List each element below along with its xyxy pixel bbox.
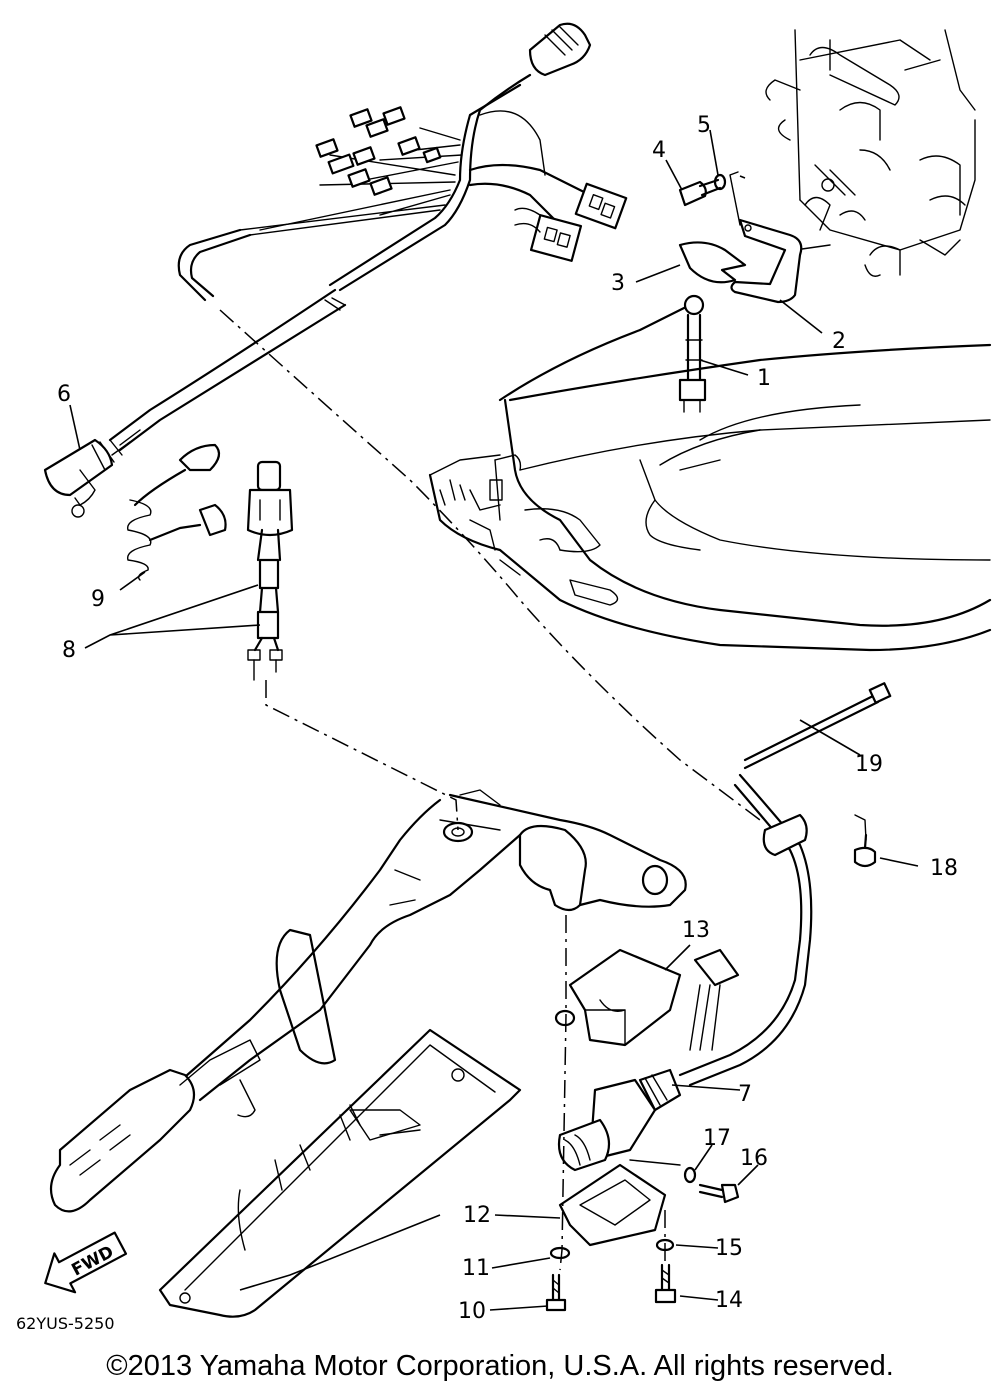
copyright-notice: ©2013 Yamaha Motor Corporation, U.S.A. A… (106, 1350, 894, 1382)
lanyard-9 (126, 443, 227, 581)
plastic-tie-19 (743, 682, 892, 770)
callout-7: 7 (738, 1082, 752, 1107)
stop-switch-8 (246, 460, 294, 681)
callout-2: 2 (832, 329, 846, 354)
callout-15: 15 (715, 1236, 743, 1261)
callout-5: 5 (697, 113, 711, 138)
bolt-4 (678, 178, 722, 207)
bottom-cowling (428, 298, 992, 652)
fwd-arrow-icon: FWD (44, 1231, 128, 1294)
callout-17: 17 (703, 1126, 731, 1151)
screw-18 (853, 833, 877, 868)
washer-11 (549, 1246, 571, 1260)
clip-3 (678, 241, 747, 284)
callout-4: 4 (652, 138, 666, 163)
screw-14 (654, 1263, 677, 1304)
switch-1 (678, 294, 707, 413)
washer-17 (683, 1166, 697, 1184)
leader-lines (69, 129, 919, 1311)
callout-14: 14 (715, 1288, 743, 1313)
callout-18: 18 (930, 856, 958, 881)
callout-1: 1 (757, 366, 771, 391)
bracket-2 (729, 171, 803, 304)
callout-6: 6 (57, 382, 71, 407)
callout-10: 10 (458, 1299, 486, 1324)
callout-19: 19 (855, 752, 883, 777)
callout-11: 11 (462, 1256, 490, 1281)
screw-10 (545, 1273, 567, 1312)
bolt-16 (698, 1183, 740, 1204)
reference-lines (265, 175, 867, 1271)
tiller-bottom-cover (158, 1028, 522, 1318)
callout-8: 8 (62, 638, 76, 663)
callout-9: 9 (91, 587, 105, 612)
cover-13 (554, 948, 740, 1051)
main-switch-7 (557, 1068, 682, 1172)
tiller-handle (49, 789, 687, 1213)
callout-13: 13 (682, 918, 710, 943)
wire-harness (43, 22, 761, 821)
engine-block-outline (765, 29, 976, 277)
callout-3: 3 (611, 271, 625, 296)
callout-12: 12 (463, 1203, 491, 1228)
stop-switch-cable (678, 773, 813, 1087)
washer-5 (713, 173, 727, 191)
callout-16: 16 (740, 1146, 768, 1171)
holder-12 (558, 1159, 681, 1247)
diagram-code: 62YUS-5250 (16, 1314, 115, 1333)
